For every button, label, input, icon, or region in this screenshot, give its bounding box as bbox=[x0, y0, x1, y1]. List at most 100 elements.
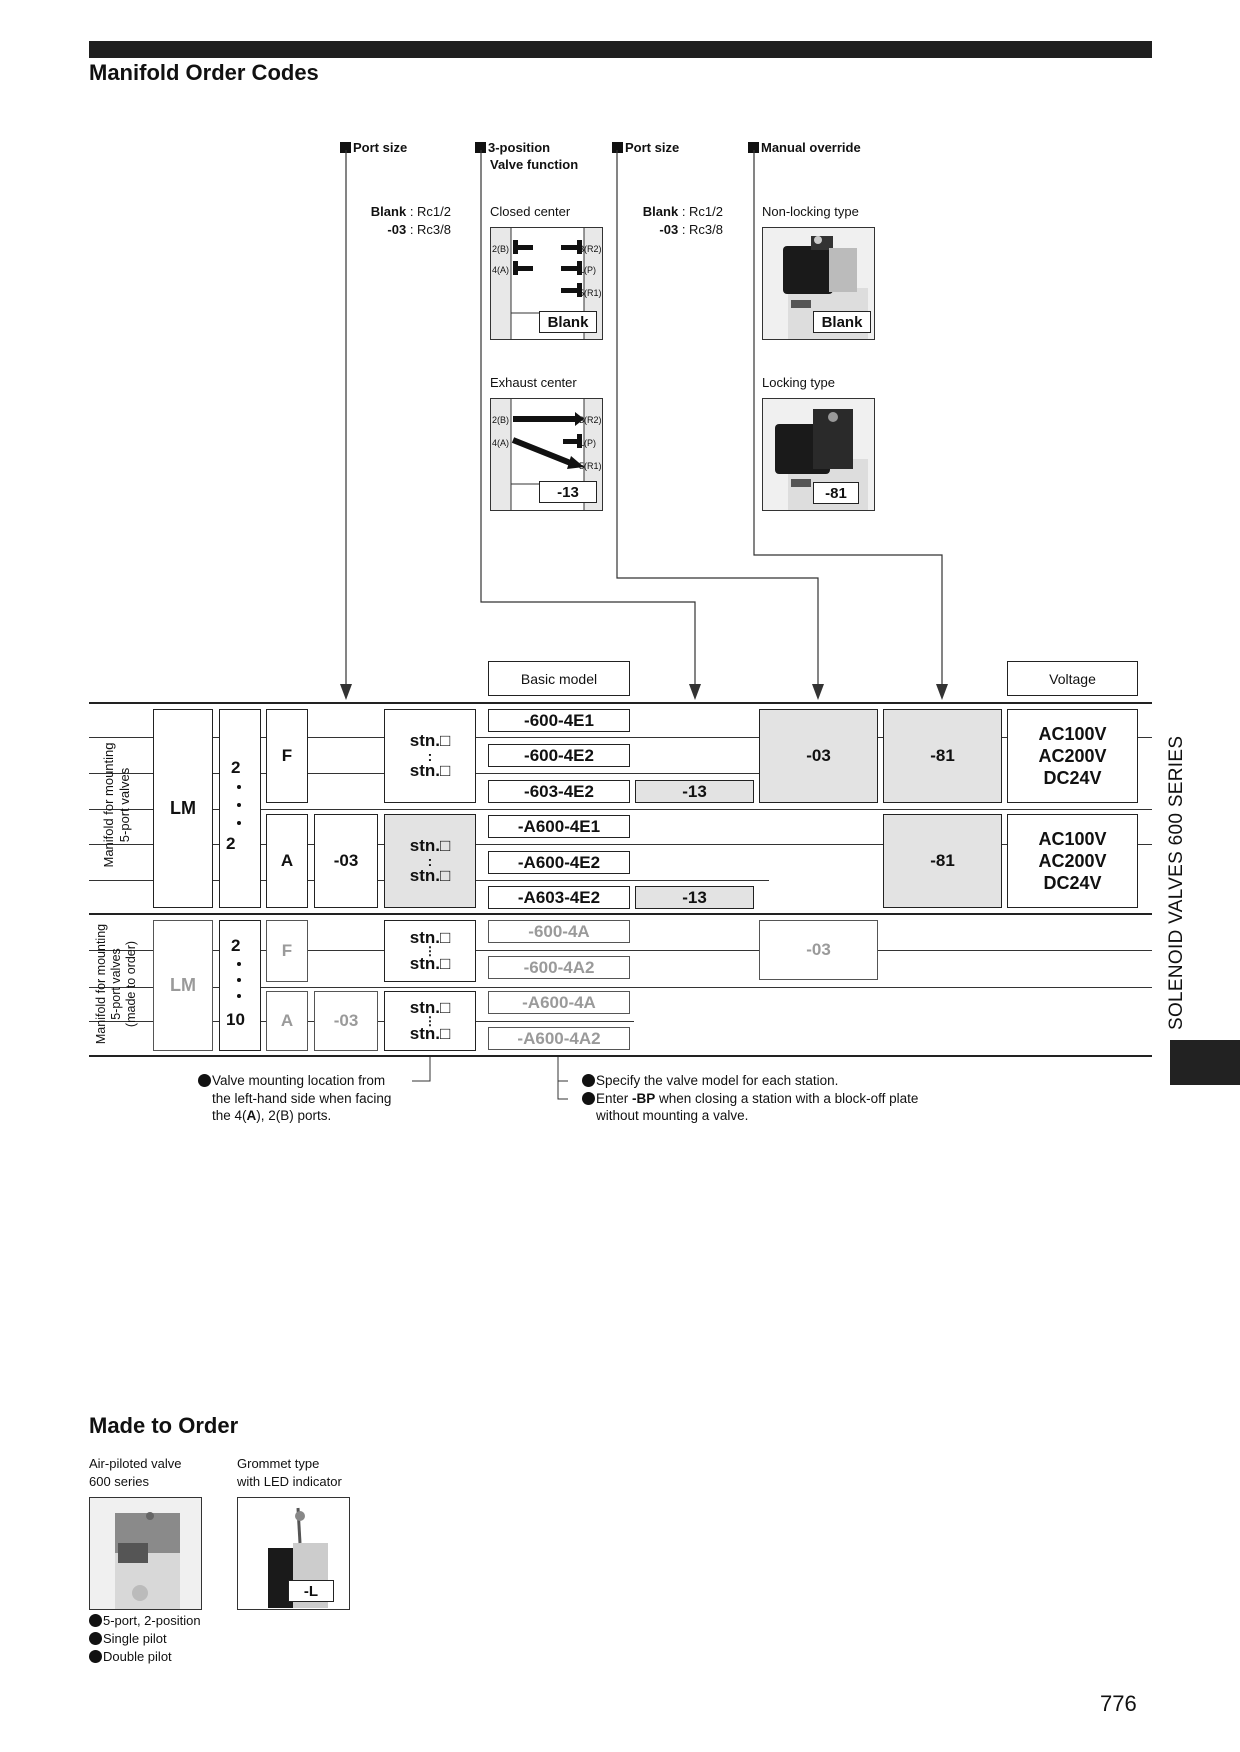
model-a603-4e2: -A603-4E2 bbox=[488, 886, 630, 909]
a-box-mto: A bbox=[266, 991, 308, 1051]
bullet-icon bbox=[89, 1632, 102, 1645]
override81-option-1: -81 bbox=[883, 709, 1002, 803]
bullet-icon bbox=[582, 1074, 595, 1087]
model-600-4e1: -600-4E1 bbox=[488, 709, 630, 732]
page-title: Manifold Order Codes bbox=[89, 60, 319, 85]
square-bullet-icon bbox=[748, 142, 759, 153]
port-size-header-2: Port size bbox=[612, 139, 679, 156]
model-600-4e2: -600-4E2 bbox=[488, 744, 630, 767]
manual-override-header: Manual override bbox=[748, 139, 861, 156]
rule bbox=[89, 737, 1152, 738]
non-locking-code: Blank bbox=[813, 311, 871, 333]
port03-option: -03 bbox=[759, 709, 878, 803]
model-a600-4a2: -A600-4A2 bbox=[488, 1027, 630, 1050]
air-piloted-valve-icon bbox=[115, 1512, 180, 1609]
side-tab bbox=[1170, 1040, 1240, 1085]
stations-min-mto: 2 bbox=[231, 936, 241, 955]
basic-model-header: Basic model bbox=[488, 661, 630, 696]
exhaust-code-2: -13 bbox=[635, 886, 754, 909]
rule bbox=[89, 987, 1152, 988]
dot bbox=[237, 962, 241, 966]
lm-box: LM bbox=[153, 709, 213, 908]
stn-box-f: stn.□:stn.□ bbox=[384, 709, 476, 803]
stations-box bbox=[219, 709, 261, 908]
a-box: A bbox=[266, 814, 308, 908]
rule bbox=[89, 913, 1152, 915]
non-locking-label: Non-locking type bbox=[762, 204, 859, 219]
square-bullet-icon bbox=[612, 142, 623, 153]
f-box-mto: F bbox=[266, 920, 308, 982]
stn-box-f-mto: stn.□⋮stn.□ bbox=[384, 920, 476, 982]
closed-center-symbol: 2(B) 4(A) 3(R2) 1(P) 5(R1) Blank bbox=[490, 227, 603, 340]
note-right: Specify the valve model for each station… bbox=[582, 1072, 918, 1125]
port-size-header: Port size bbox=[340, 139, 407, 156]
made-to-order-title: Made to Order bbox=[89, 1413, 239, 1438]
led-code: -L bbox=[288, 1580, 334, 1602]
model-a600-4e2: -A600-4E2 bbox=[488, 851, 630, 874]
stations-max-mto: 10 bbox=[226, 1010, 245, 1029]
side-series-label: SOLENOID VALVES 600 SERIES bbox=[1166, 735, 1187, 1030]
exhaust-center-valve-icon bbox=[491, 399, 602, 510]
air-piloted-valve-photo bbox=[89, 1497, 202, 1610]
stn-box-a: stn.□:stn.□ bbox=[384, 814, 476, 908]
f-box: F bbox=[266, 709, 308, 803]
square-bullet-icon bbox=[340, 142, 351, 153]
dot bbox=[237, 803, 241, 807]
port-size-options-2: Blank : Rc1/2 -03 : Rc3/8 bbox=[642, 204, 723, 237]
stations-min: 2 bbox=[231, 758, 241, 777]
bullet-icon bbox=[89, 1614, 102, 1627]
voltage-header: Voltage bbox=[1007, 661, 1138, 696]
model-603-4e2: -603-4E2 bbox=[488, 780, 630, 803]
closed-center-code: Blank bbox=[539, 311, 597, 333]
locking-label: Locking type bbox=[762, 375, 835, 390]
mto-bullets: 5-port, 2-position Single pilot Double p… bbox=[89, 1612, 201, 1666]
stations-max: 2 bbox=[226, 834, 236, 853]
dot bbox=[237, 821, 241, 825]
model-a600-4e1: -A600-4E1 bbox=[488, 815, 630, 838]
rule bbox=[89, 702, 1152, 704]
port03-box: -03 bbox=[314, 814, 378, 908]
page-number: 776 bbox=[1100, 1691, 1137, 1716]
port03-box-mto: -03 bbox=[314, 991, 378, 1051]
stn-box-a-mto: stn.□⋮stn.□ bbox=[384, 991, 476, 1051]
rule bbox=[89, 950, 1152, 951]
exhaust-code-1: -13 bbox=[635, 780, 754, 803]
note-brackets bbox=[412, 1057, 568, 1100]
bullet-icon bbox=[582, 1091, 595, 1105]
rule bbox=[89, 844, 1152, 845]
port03-option-mto: -03 bbox=[759, 920, 878, 980]
bullet-icon bbox=[89, 1650, 102, 1663]
exhaust-center-code: -13 bbox=[539, 481, 597, 503]
model-a600-4a: -A600-4A bbox=[488, 991, 630, 1014]
model-600-4a: -600-4A bbox=[488, 920, 630, 943]
dot bbox=[237, 994, 241, 998]
closed-center-valve-icon bbox=[491, 228, 602, 339]
model-600-4a2: -600-4A2 bbox=[488, 956, 630, 979]
stations-box-mto bbox=[219, 920, 261, 1051]
lm-box-mto: LM bbox=[153, 920, 213, 1051]
bullet-icon bbox=[198, 1074, 211, 1087]
port-size-options: Blank : Rc1/2 -03 : Rc3/8 bbox=[370, 204, 451, 237]
rule bbox=[89, 1055, 1152, 1057]
dot bbox=[237, 978, 241, 982]
header-bar bbox=[89, 41, 1152, 58]
dot bbox=[237, 785, 241, 789]
note-left: Valve mounting location from the left-ha… bbox=[198, 1072, 391, 1125]
grommet-led-photo: -L bbox=[237, 1497, 350, 1610]
exhaust-center-label: Exhaust center bbox=[490, 375, 577, 390]
leader-lines bbox=[340, 150, 948, 700]
square-bullet-icon bbox=[475, 142, 486, 153]
override81-option-2: -81 bbox=[883, 814, 1002, 908]
rule bbox=[89, 809, 1152, 810]
exhaust-center-symbol: 2(B) 4(A) 3(R2) 1(P) 5(R1) -13 bbox=[490, 398, 603, 511]
closed-center-label: Closed center bbox=[490, 204, 571, 219]
non-locking-photo: Blank bbox=[762, 227, 875, 340]
locking-code: -81 bbox=[813, 482, 859, 504]
